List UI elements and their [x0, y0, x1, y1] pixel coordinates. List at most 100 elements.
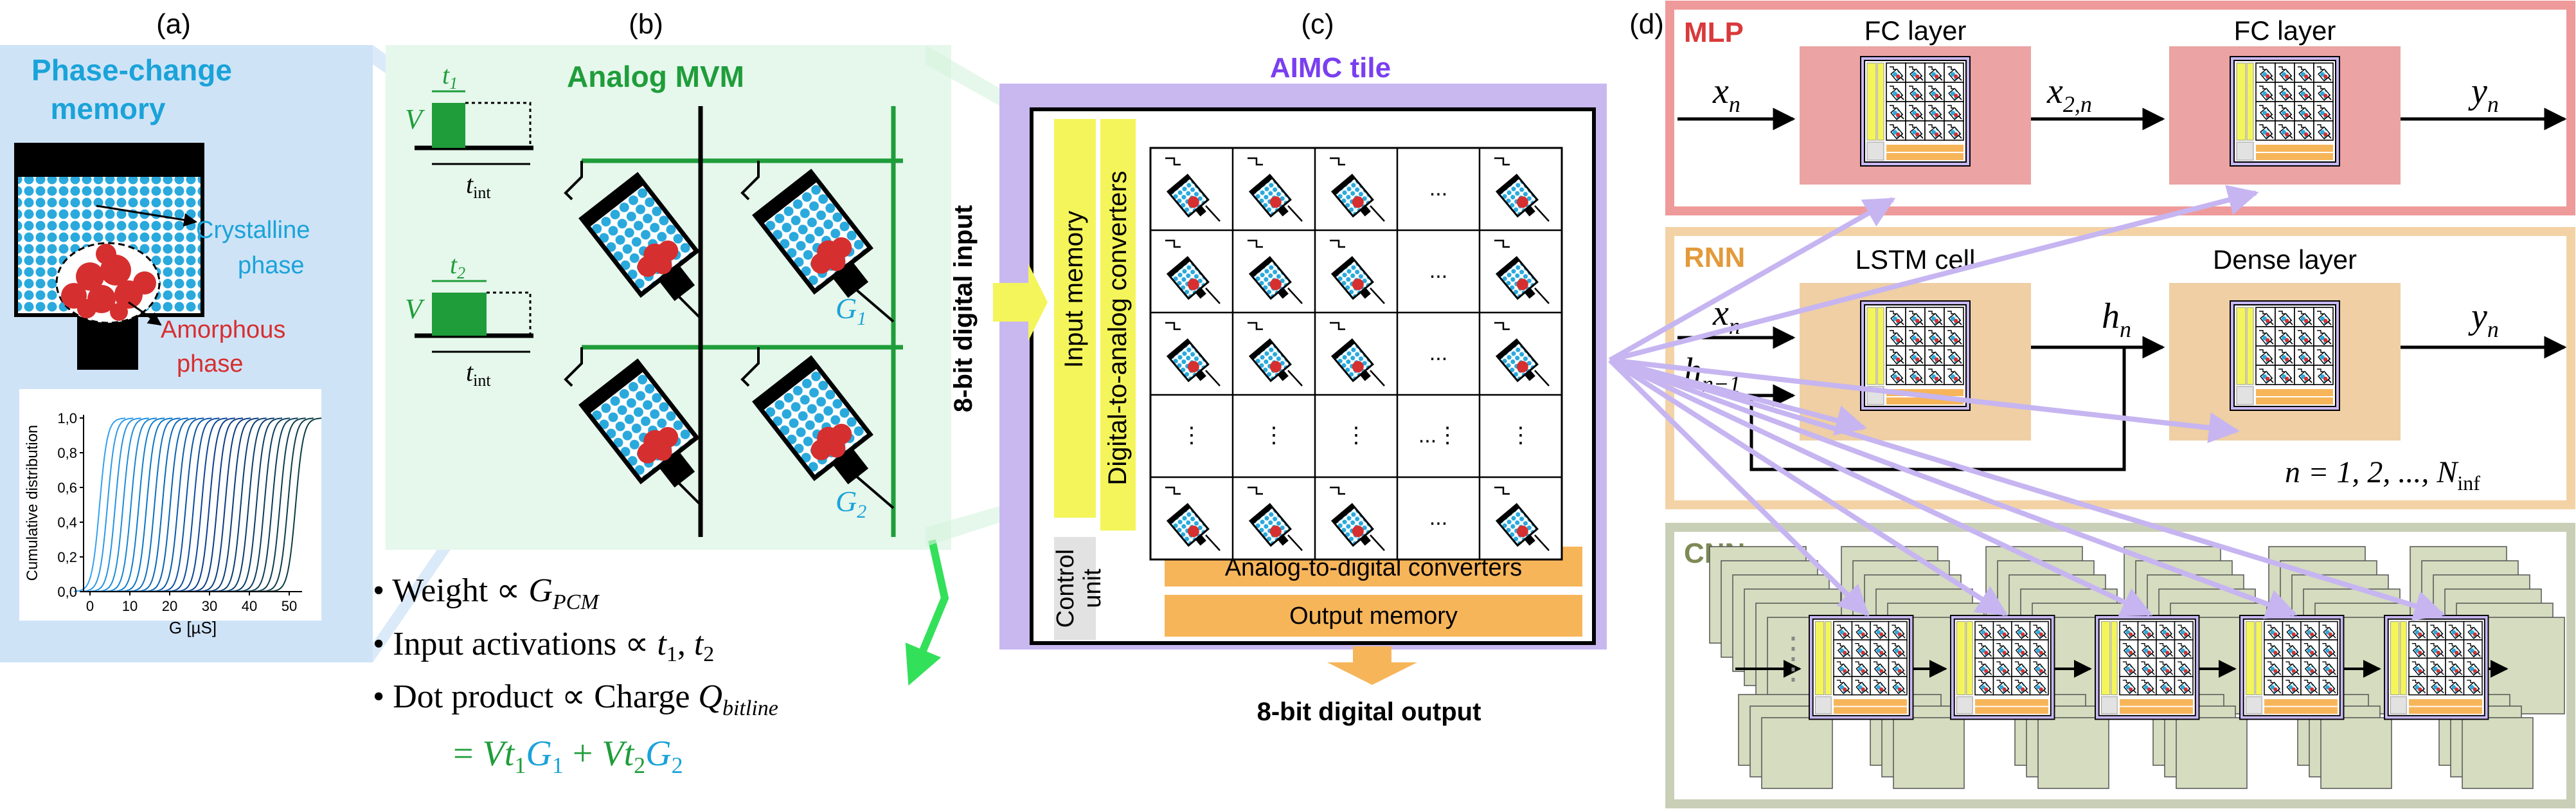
- cdf-ytick-label: 0,4: [57, 514, 77, 531]
- amorphous-label-line2: phase: [177, 350, 244, 377]
- cdf-curve: [238, 417, 291, 592]
- input-memory-label: Input memory: [1060, 211, 1088, 368]
- control-unit-line1: Control: [1052, 549, 1079, 628]
- crossbar-cell: [1494, 239, 1550, 304]
- crossbar-cell: [1248, 322, 1303, 386]
- mapping-arrow: [1609, 358, 2153, 617]
- crossbar-ellipsis: ...⋮: [1418, 423, 1458, 448]
- output-memory-label: Output memory: [1289, 603, 1458, 630]
- conductance-g1: G1: [836, 292, 866, 329]
- crossbar-cell: [1494, 157, 1550, 222]
- crossbar-ellipsis: ...: [1429, 505, 1447, 530]
- input-pulse-2: V t2 tint: [405, 250, 533, 390]
- cdf-curve: [121, 417, 173, 592]
- cdf-curve: [183, 417, 235, 592]
- bullet-dot-product: • Dot product ∝ Charge Qbitline: [373, 678, 778, 720]
- cnn-stack: [2410, 546, 2565, 789]
- cdf-curve: [207, 417, 259, 592]
- rnn-n-range: n = 1, 2, ..., Ninf: [2285, 455, 2480, 495]
- mvm-bullets: • Weight ∝ GPCM • Input activations ∝ t1…: [373, 572, 778, 778]
- crossbar-cell: [1330, 157, 1385, 222]
- cdf-curve: [73, 417, 126, 592]
- cdf-curve: [89, 417, 141, 592]
- cdf-curve: [160, 417, 212, 592]
- pcm-title-line2: memory: [51, 92, 166, 125]
- charge-arrow: [905, 539, 949, 686]
- crystalline-label-line1: Crystalline: [196, 217, 310, 244]
- crossbar-cell: [1494, 322, 1550, 386]
- cdf-y-ticks: 0,00,20,40,60,81,0: [57, 410, 84, 600]
- cdf-curve: [136, 417, 188, 592]
- crossbar-cell: [1330, 239, 1385, 304]
- dac-label: Digital-to-analog converters: [1104, 170, 1132, 485]
- panel-a: (a) Phase-change memory Crystalli: [0, 8, 373, 662]
- mapping-arrow: [1609, 358, 2240, 444]
- cdf-curve: [175, 417, 228, 592]
- panel-d: (d) MLP FC layer FC layer xn x2,n yn RNN…: [1608, 1, 2575, 808]
- crossbar-ellipsis: ...: [1429, 176, 1447, 201]
- rnn-title: RNN: [1684, 242, 1745, 273]
- crossbar-cell: [1330, 322, 1385, 386]
- cdf-xtick-label: 30: [202, 598, 217, 614]
- panel-label-a: (a): [156, 8, 191, 40]
- mlp-input-var: xn: [1712, 71, 1740, 117]
- cdf-curve: [105, 417, 157, 592]
- crossbar-array: .........⋮⋮⋮...⋮⋮...: [1149, 147, 1563, 561]
- mapping-arrow: [1609, 197, 1896, 363]
- crossbar-cell: [1165, 157, 1221, 222]
- crossbar-ellipsis: ...: [1429, 341, 1447, 365]
- cdf-xtick-label: 20: [162, 598, 177, 614]
- cdf-curve: [129, 417, 181, 592]
- cdf-xtick-label: 40: [242, 598, 257, 614]
- panel-label-c: (c): [1301, 8, 1334, 40]
- cdf-ylabel: Cumulative distribution: [24, 425, 41, 581]
- cdf-curve: [262, 417, 314, 592]
- pcm-title-line1: Phase-change: [31, 53, 232, 87]
- pcm-device-4: [740, 347, 895, 509]
- crossbar-cell: [1165, 322, 1221, 386]
- cdf-curve: [82, 417, 134, 592]
- mlp-mid-var: x2,n: [2046, 71, 2092, 117]
- bullet-weight: • Weight ∝ GPCM: [373, 572, 600, 614]
- cdf-xtick-label: 0: [86, 598, 94, 614]
- crossbar-cell: [1248, 157, 1303, 222]
- mlp-tile-2: [2230, 57, 2339, 166]
- cnn-tile: [2384, 615, 2489, 720]
- rnn-layer2-label: Dense layer: [2213, 244, 2357, 275]
- crossbar-ellipsis: ⋮: [1263, 423, 1285, 448]
- mapping-arrow: [1608, 358, 1870, 617]
- cdf-curve: [199, 417, 251, 592]
- input-label: 8-bit digital input: [949, 205, 978, 412]
- cdf-curve: [246, 417, 298, 592]
- cdf-ytick-label: 0,8: [57, 445, 77, 461]
- pcm-cell-illustration: [14, 143, 204, 370]
- pulse1-t: t1: [442, 60, 458, 93]
- tile-mapping-arrows: [1608, 185, 2446, 621]
- cdf-curve: [144, 417, 196, 592]
- cdf-curve: [269, 417, 322, 592]
- input-memory-block: [1054, 119, 1096, 518]
- rnn-h-var: hn: [2102, 296, 2131, 342]
- cnn-tile: [2095, 615, 2199, 720]
- mapping-arrow: [1609, 358, 2446, 621]
- crossbar-cell: [1248, 239, 1303, 304]
- cnn-feature-maps: [1709, 546, 2565, 789]
- cdf-xtick-label: 10: [122, 598, 138, 614]
- output-memory-block: [1165, 595, 1582, 637]
- crossbar-ellipsis: ⋮: [1181, 423, 1203, 448]
- output-arrow: [1327, 646, 1417, 685]
- cdf-x-ticks: 0 10 20 30 40 50: [86, 592, 297, 614]
- rnn-tile-2: [2230, 301, 2339, 410]
- cdf-ytick-label: 1,0: [57, 410, 77, 426]
- cdf-xtick-label: 50: [282, 598, 297, 614]
- pulse2-v: V: [405, 293, 425, 325]
- bullet-charge-equation: = Vt1G1 + Vt2G2: [453, 734, 683, 778]
- panel-label-d: (d): [1629, 8, 1664, 40]
- cdf-curve: [191, 417, 244, 592]
- control-unit-line2: unit: [1079, 568, 1106, 608]
- mlp-output-var: yn: [2468, 71, 2499, 117]
- mlp-tile-1: [1861, 57, 1970, 166]
- control-unit-block: [1054, 537, 1096, 640]
